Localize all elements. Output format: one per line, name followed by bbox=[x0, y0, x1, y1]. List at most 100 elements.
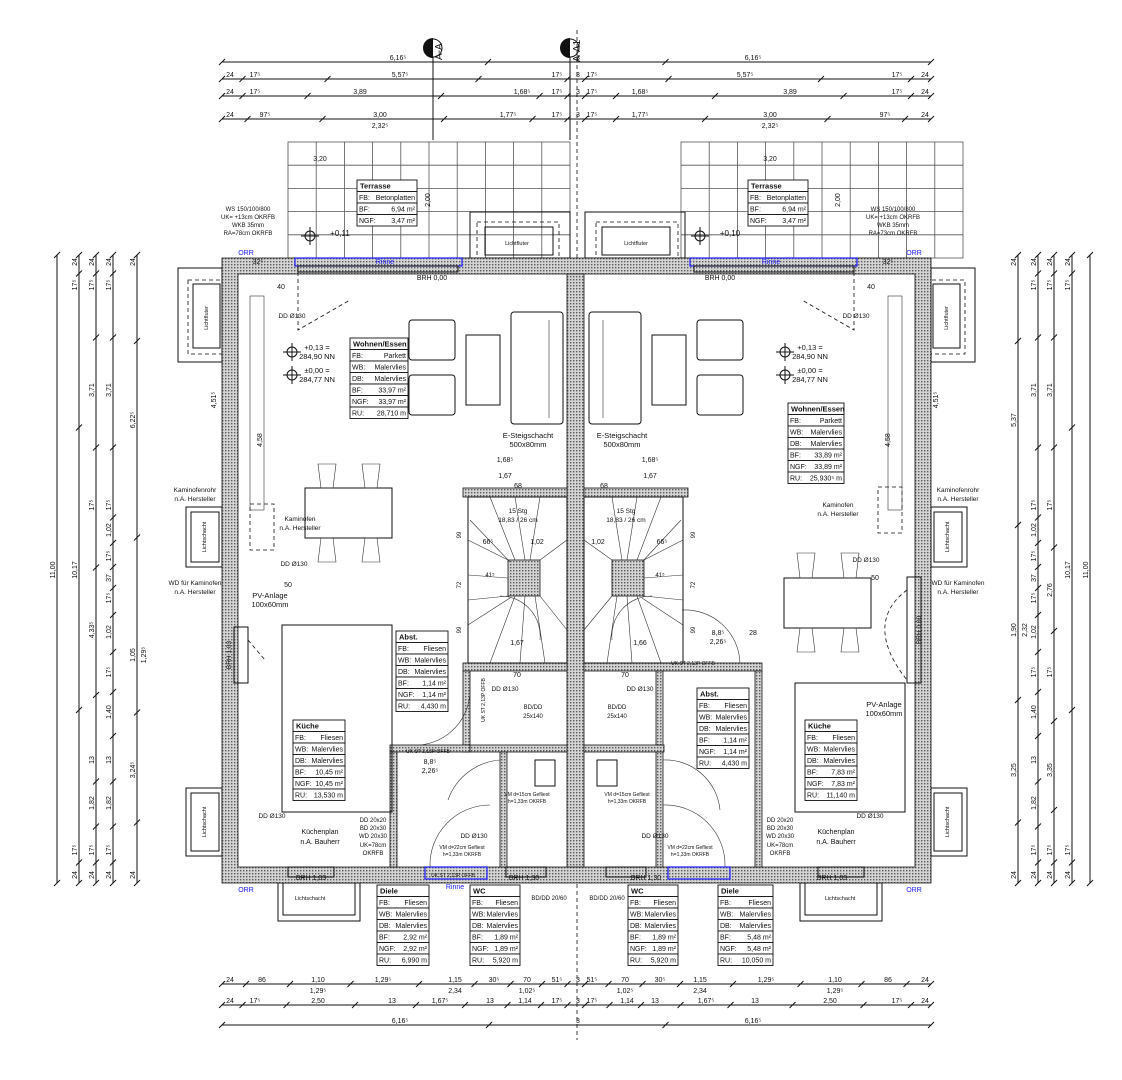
dimension-label: 17⁵ bbox=[106, 551, 113, 562]
dimension-tick bbox=[927, 75, 935, 83]
dimension-label: 1,29⁵ bbox=[141, 647, 148, 664]
dimension-label: 86 bbox=[884, 977, 892, 984]
dimension-label: 17⁵ bbox=[250, 998, 261, 1005]
dimension-tick bbox=[92, 823, 100, 830]
label: 2,32⁵ bbox=[762, 123, 779, 130]
dimension-label: 1,67⁵ bbox=[432, 998, 449, 1005]
annotation: 1,68⁵ bbox=[642, 457, 659, 464]
annotation: 1,67 bbox=[498, 473, 512, 480]
annotation: 32⁵ bbox=[253, 259, 264, 266]
dimension-tick bbox=[1050, 859, 1058, 866]
dimension-tick bbox=[927, 980, 935, 988]
dimension-label: 17⁵ bbox=[1031, 593, 1038, 604]
dimension-label: 24 bbox=[1011, 871, 1018, 879]
dimension-label: 1,40 bbox=[1031, 705, 1038, 719]
annotation: 40 bbox=[277, 284, 285, 291]
dimension-tick bbox=[1050, 334, 1058, 341]
annotation: 500x80mm bbox=[603, 440, 640, 449]
annotation: OKRFB bbox=[363, 851, 384, 857]
room-attr-key: RU: bbox=[807, 793, 819, 800]
room-attr-key: NGF: bbox=[790, 464, 807, 471]
dimension-label: 17⁵ bbox=[250, 72, 261, 79]
dimension-label: 24 bbox=[226, 998, 234, 1005]
dimension-label: 3 bbox=[576, 112, 580, 119]
room-name: Wohnen/Essen bbox=[353, 340, 407, 349]
annotation: 41⁵ bbox=[485, 572, 495, 579]
room-attr-key: RU: bbox=[472, 958, 484, 965]
dimension-tick bbox=[1068, 424, 1076, 431]
dimension-label: 24 bbox=[921, 89, 929, 96]
room-attr-value: Malervlies bbox=[715, 715, 747, 722]
annotation: 284,77 NN bbox=[299, 375, 335, 384]
annotation: Lichtfluter bbox=[505, 241, 529, 247]
room-attr-value: Malervlies bbox=[395, 923, 427, 930]
annotation: 3,20 bbox=[763, 156, 777, 163]
dimension-tick bbox=[109, 584, 117, 592]
dimension-label: 6,16⁵ bbox=[392, 1018, 409, 1025]
dimension-label: 17⁵ bbox=[1047, 500, 1054, 511]
dimension-tick bbox=[109, 444, 117, 451]
dimension-tick bbox=[676, 980, 684, 988]
annotation: RA=78cm OKRFB bbox=[224, 231, 273, 237]
room-attr-key: BF: bbox=[699, 738, 710, 745]
dimension-label: 3 bbox=[576, 977, 580, 984]
annotation: UK= +13cm OKRFB bbox=[866, 215, 920, 221]
annotation: Lichtfluter bbox=[204, 306, 210, 330]
dimension-tick bbox=[817, 75, 825, 83]
room-attr-value: 33,97 m² bbox=[378, 399, 406, 406]
room-attr-value: 5,920 m bbox=[651, 958, 676, 965]
dimension-tick bbox=[537, 1001, 545, 1009]
room-table-küche: KücheFB:FliesenWB:MalervliesDB:Malervlie… bbox=[804, 719, 858, 801]
dimension-label: 2,50 bbox=[311, 998, 325, 1005]
room-attr-value: 6,990 m bbox=[402, 958, 427, 965]
dimension-tick bbox=[840, 92, 847, 100]
dimension-label: 17⁵ bbox=[72, 280, 79, 291]
room-attr-key: RU: bbox=[630, 958, 642, 965]
dimension-tick bbox=[1050, 444, 1058, 451]
room-table-abst-: Abst.FB:FliesenWB:MalervliesDB:Malervlie… bbox=[395, 630, 449, 712]
dimension-label: 24 bbox=[226, 72, 234, 79]
dimension-tick bbox=[283, 1001, 290, 1009]
room-name: Terrasse bbox=[751, 182, 782, 191]
staircase-left bbox=[467, 496, 568, 664]
dimension-label: 24 bbox=[921, 998, 929, 1005]
annotation: 284,90 NN bbox=[299, 352, 335, 361]
room-name: WC bbox=[473, 887, 486, 896]
room-attr-key: DB: bbox=[295, 758, 307, 765]
annotation: ORR bbox=[238, 250, 254, 257]
dimension-label: 17⁵ bbox=[552, 112, 563, 119]
dimension-tick bbox=[729, 980, 737, 988]
dimension-label: 24 bbox=[1031, 258, 1038, 266]
room-attr-value: Malervlies bbox=[374, 376, 406, 383]
dimension-label: 3 bbox=[576, 998, 580, 1005]
dimension-label: 1,05 bbox=[130, 648, 137, 662]
room-name: Abst. bbox=[399, 633, 418, 642]
dimension-label: 30⁵ bbox=[655, 977, 666, 984]
dimension-tick bbox=[927, 58, 935, 66]
dimension-tick bbox=[677, 1001, 684, 1009]
dimension-label: 3,71 bbox=[1031, 383, 1038, 397]
dimension-tick bbox=[1034, 270, 1042, 277]
dimension-label: 6,16⁵ bbox=[390, 55, 407, 62]
room-attr-value: Fliesen bbox=[748, 900, 771, 907]
dimension-tick bbox=[1050, 270, 1058, 277]
dimension-tick bbox=[797, 980, 804, 988]
annotation: 3,20 bbox=[313, 156, 327, 163]
room-attr-value: 1,89 m² bbox=[494, 946, 518, 953]
dimension-tick bbox=[109, 611, 117, 619]
annotation: VM d=22cm Gefliest bbox=[667, 845, 713, 851]
annotation: +0,13 = bbox=[304, 343, 330, 352]
dimension-tick bbox=[789, 1001, 796, 1009]
dimension-tick bbox=[239, 1001, 246, 1009]
dimension-tick bbox=[92, 270, 100, 277]
dimension-tick bbox=[1014, 696, 1022, 704]
dimension-tick bbox=[109, 823, 117, 830]
room-attr-key: FB: bbox=[630, 900, 641, 907]
room-attr-value: Fliesen bbox=[832, 735, 855, 742]
annotation: BRH 0,00 bbox=[417, 275, 447, 282]
dimension-label: 6,16⁵ bbox=[745, 55, 762, 62]
dimension-label: 24 bbox=[106, 871, 113, 879]
dimension-tick bbox=[903, 980, 910, 988]
room-attr-value: 11,140 m bbox=[826, 793, 855, 800]
room-attr-key: RU: bbox=[352, 411, 364, 418]
